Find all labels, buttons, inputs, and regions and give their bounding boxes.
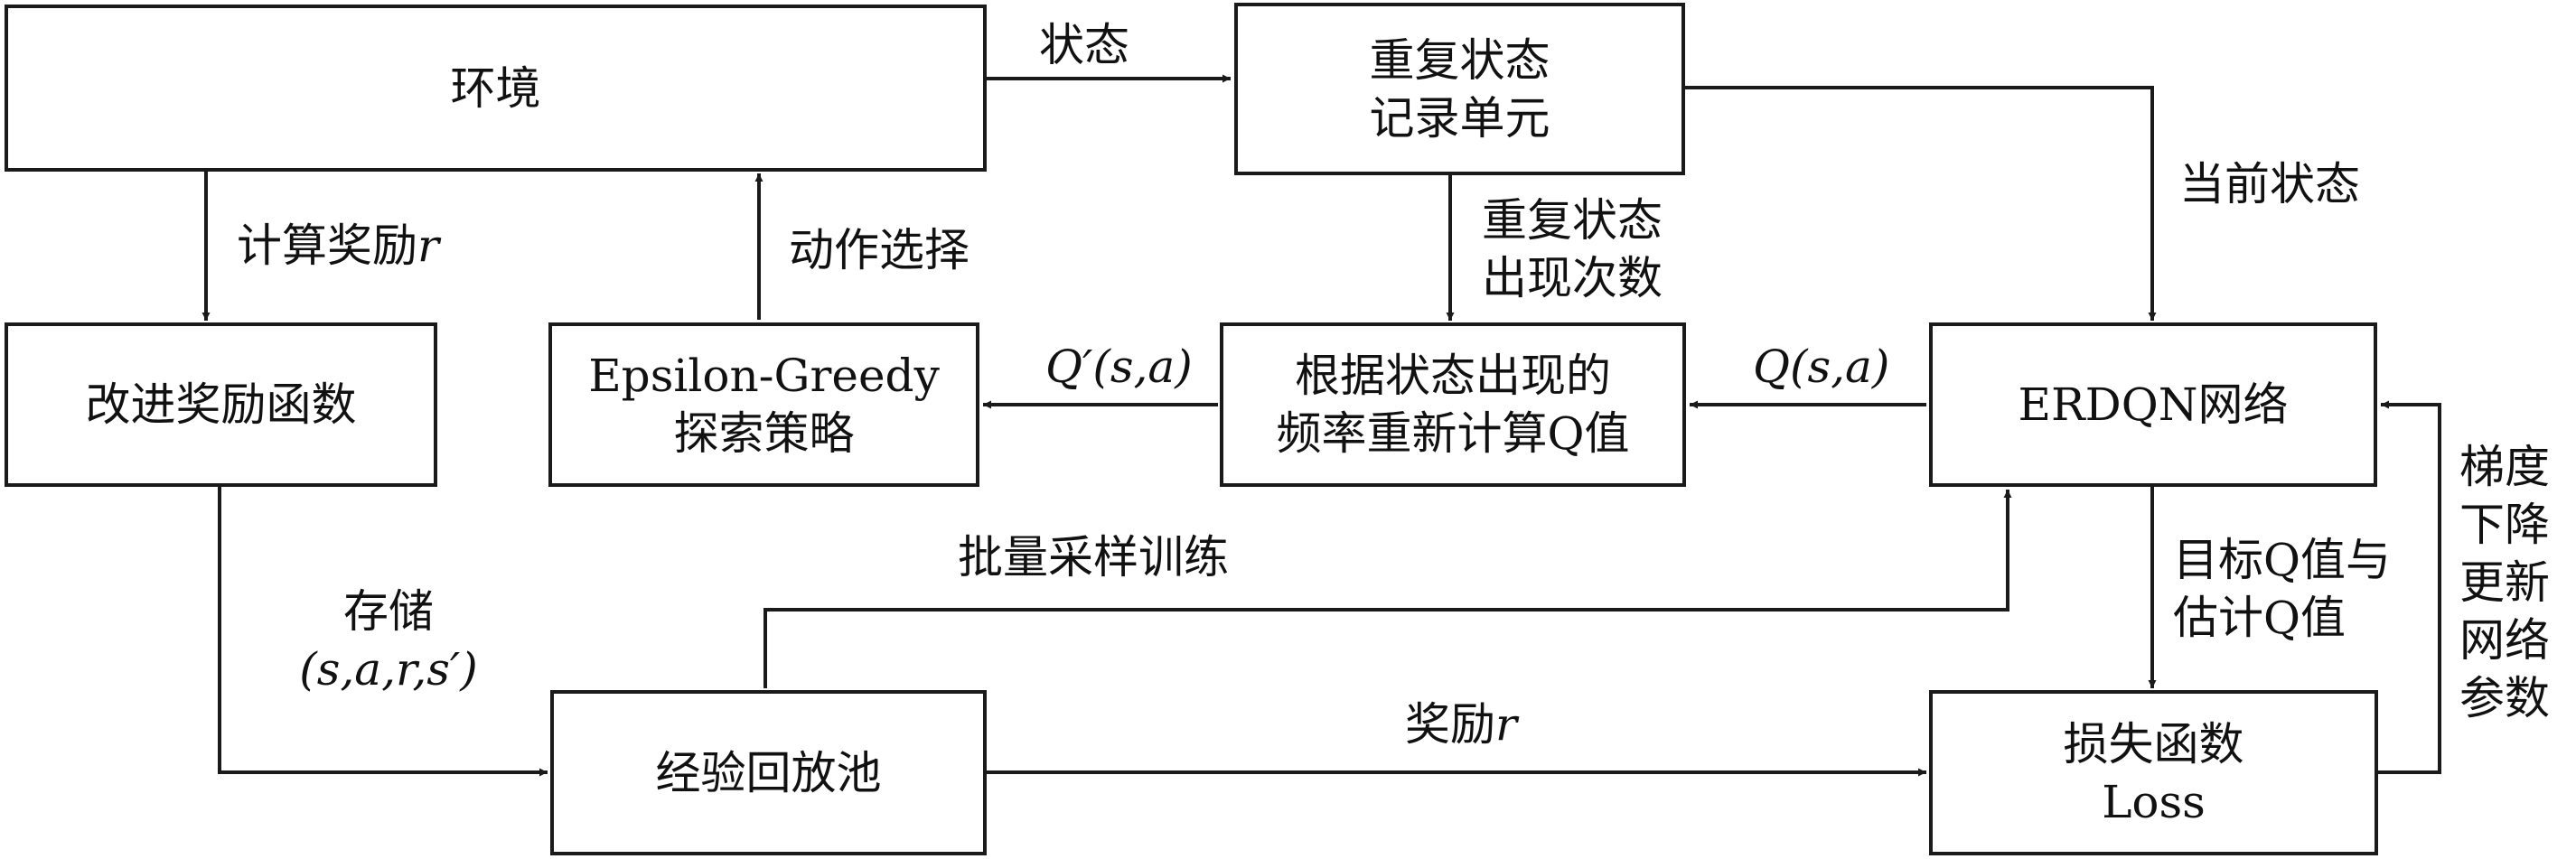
label-batch-training: 批量采样训练 — [958, 531, 1229, 584]
node-loss-function: 损失函数 Loss — [1929, 690, 2378, 855]
label-compute-reward: 计算奖励r — [237, 219, 439, 272]
edge-recorder-to-erdqn — [1685, 86, 2157, 321]
node-erdqn-label: ERDQN网络 — [2018, 378, 2289, 431]
node-recompute-line-1: 根据状态出现的 — [1295, 350, 1611, 402]
edge-reward-to-pool — [218, 487, 548, 777]
label-action-selection: 动作选择 — [789, 224, 970, 276]
node-recorder-line-1: 重复状态 — [1369, 33, 1550, 87]
label-q-prime: Q′(s,a) — [1045, 341, 1193, 393]
node-recompute-q: 根据状态出现的 频率重新计算Q值 — [1220, 322, 1686, 487]
edge-loss-to-erdqn — [2378, 400, 2441, 774]
node-replay-pool-label: 经验回放池 — [655, 746, 882, 799]
label-store: 存储 (s,a,r,s′) — [299, 585, 478, 696]
label-state: 状态 — [1039, 19, 1129, 71]
node-loss-line-2: Loss — [2102, 775, 2206, 828]
label-repeat-count: 重复状态 出现次数 — [1482, 194, 1663, 304]
edge-pool-to-erdqn — [763, 490, 2012, 688]
label-current-state: 当前状态 — [2179, 158, 2360, 210]
label-target-estimate: 目标Q值与 估计Q值 — [2173, 534, 2391, 644]
node-improved-reward: 改进奖励函数 — [5, 322, 437, 487]
node-improved-reward-label: 改进奖励函数 — [85, 378, 357, 431]
node-environment-label: 环境 — [450, 61, 541, 115]
label-q: Q(s,a) — [1753, 341, 1890, 393]
node-erdqn-network: ERDQN网络 — [1929, 322, 2377, 487]
node-replay-pool: 经验回放池 — [550, 690, 987, 855]
node-environment: 环境 — [5, 5, 987, 172]
node-recorder-line-2: 记录单元 — [1369, 91, 1550, 145]
node-epsilon-greedy: Epsilon-Greedy 探索策略 — [548, 322, 979, 487]
node-repeat-state-recorder: 重复状态 记录单元 — [1234, 3, 1685, 175]
node-epsilon-line-1: Epsilon-Greedy — [588, 350, 940, 402]
node-epsilon-line-2: 探索策略 — [673, 407, 855, 460]
label-gradient-descent: 梯度 下降 更新 网络 参数 — [2459, 441, 2550, 724]
node-loss-line-1: 损失函数 — [2063, 717, 2244, 770]
label-reward: 奖励r — [1405, 698, 1517, 751]
node-recompute-line-2: 频率重新计算Q值 — [1276, 407, 1630, 460]
